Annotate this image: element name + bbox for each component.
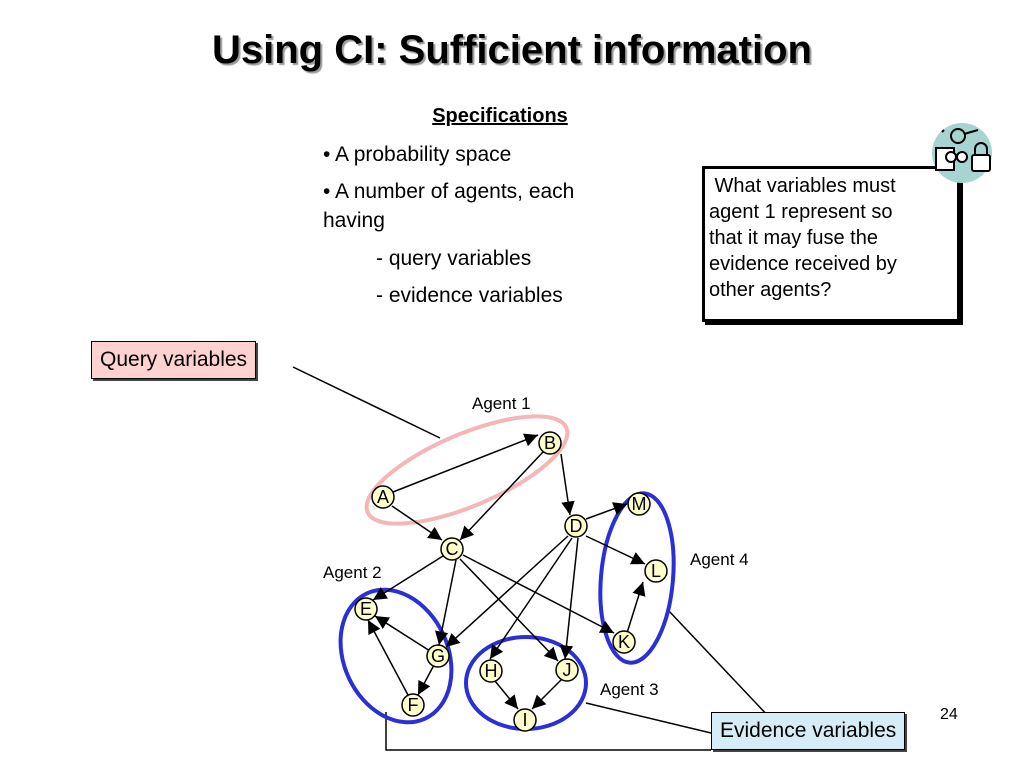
node-i: I — [513, 708, 537, 732]
edge-c-g — [435, 559, 457, 646]
question-callout: What variables must agent 1 represent so… — [702, 166, 960, 322]
edge-h-i — [494, 680, 519, 710]
node-a: A — [371, 485, 395, 509]
agent1-ellipse — [364, 414, 570, 526]
node-label: M — [632, 494, 647, 514]
edge-b-d — [560, 453, 575, 516]
node-b: B — [538, 431, 562, 455]
edge-g-e — [374, 615, 431, 652]
edge-d-j — [559, 537, 579, 660]
callout-line: evidence received by — [709, 253, 897, 275]
evidence-connector-line — [667, 609, 771, 719]
spec-sub-evidence-variables: - evidence variables — [376, 284, 563, 307]
callout-line: What variables must — [709, 175, 896, 197]
node-label: E — [360, 599, 372, 619]
spec-bullet-agents-line2: having — [323, 209, 385, 232]
node-k: K — [612, 630, 636, 654]
query-connector-line — [292, 366, 441, 439]
node-label: A — [377, 487, 389, 507]
agent1-label: Agent 1 — [472, 394, 531, 413]
edge-d-l — [585, 535, 646, 565]
edge-d-g — [445, 535, 569, 648]
node-label: I — [522, 710, 527, 730]
edge-d-m — [585, 502, 628, 520]
query-variables-label: Query variables — [91, 341, 257, 379]
edge-b-c — [459, 451, 544, 541]
evidence-variables-label: Evidence variables — [711, 712, 906, 750]
node-e: E — [354, 597, 378, 621]
agent2-label: Agent 2 — [323, 563, 382, 582]
node-m: M — [627, 492, 651, 516]
edge-c-e — [372, 555, 444, 601]
node-l: L — [644, 559, 668, 583]
node-label: C — [446, 539, 459, 559]
node-label: F — [408, 695, 419, 715]
node-label: K — [618, 632, 630, 652]
node-label: B — [544, 433, 556, 453]
spec-sub-query-variables: - query variables — [376, 247, 532, 270]
agent4-ellipse — [598, 491, 676, 665]
evidence-connector-line — [385, 712, 711, 751]
edge-k-l — [626, 581, 646, 634]
node-label: D — [570, 516, 583, 536]
evidence-connector-line — [585, 702, 712, 734]
node-label: G — [431, 646, 445, 666]
page-title: Using CI: Sufficient information — [212, 28, 812, 72]
node-label: L — [651, 561, 661, 581]
node-c: C — [440, 537, 464, 561]
node-g: G — [426, 644, 450, 668]
lock-key-person-icon — [932, 123, 992, 183]
callout-line: agent 1 represent so — [709, 201, 893, 223]
spec-bullet-probability-space: • A probability space — [323, 143, 512, 166]
node-d: D — [564, 514, 588, 538]
agent4-label: Agent 4 — [690, 550, 749, 569]
node-label: H — [485, 661, 498, 681]
edge-f-e — [367, 619, 409, 696]
node-j: J — [555, 658, 579, 682]
edge-j-i — [531, 678, 563, 710]
node-label: J — [563, 660, 572, 680]
edge-d-h — [489, 537, 573, 660]
edge-c-k — [462, 554, 615, 634]
node-h: H — [479, 659, 503, 683]
edge-a-c — [391, 505, 443, 541]
page-number: 24 — [940, 706, 958, 723]
agent3-label: Agent 3 — [600, 680, 659, 699]
node-f: F — [401, 693, 425, 717]
edge-a-b — [392, 433, 539, 493]
spec-bullet-agents-line1: • A number of agents, each — [323, 180, 575, 203]
edge-c-j — [459, 558, 559, 662]
callout-line: that it may fuse the — [709, 227, 878, 249]
specifications-heading: Specifications — [432, 105, 568, 127]
callout-line: other agents? — [709, 279, 832, 301]
edge-g-f — [417, 664, 435, 696]
